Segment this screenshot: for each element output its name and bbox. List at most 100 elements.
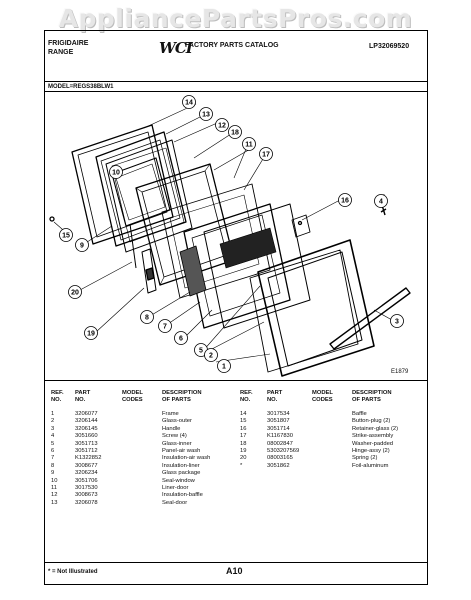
ref-cell: 14 bbox=[240, 411, 247, 417]
ref-cell: 8 bbox=[51, 462, 55, 469]
description-cell: Frame bbox=[162, 411, 179, 417]
callout-15: 15 bbox=[59, 228, 73, 242]
callout-3: 3 bbox=[390, 314, 404, 328]
ref-header: REF.NO. bbox=[51, 390, 64, 403]
callout-1: 1 bbox=[217, 359, 231, 373]
table-top-rule bbox=[44, 380, 427, 381]
ref-cell: 1 bbox=[51, 411, 55, 417]
part-number-cell: 3017534 bbox=[267, 411, 290, 417]
part-insulation-air-wash bbox=[179, 245, 207, 297]
callout-13: 13 bbox=[199, 107, 213, 121]
part-number-cell: 08002847 bbox=[267, 440, 293, 447]
callout-19: 19 bbox=[84, 326, 98, 340]
model-codes-cell bbox=[312, 441, 352, 448]
part-number-cell: 3206145 bbox=[75, 425, 98, 432]
ref-header: REF.NO. bbox=[240, 390, 253, 403]
ref-cell: 6 bbox=[51, 448, 55, 455]
description-cell: Seal-door bbox=[162, 499, 188, 506]
part-hinge-assy bbox=[141, 248, 157, 294]
model-codes-cell bbox=[122, 492, 162, 499]
model-codes-cell bbox=[312, 411, 352, 418]
callout-9: 9 bbox=[75, 238, 89, 252]
description-cell: Insulation-baffle bbox=[162, 492, 203, 499]
catalog-page-frame bbox=[44, 30, 428, 585]
part-number-cell: 3206144 bbox=[75, 418, 98, 425]
description-cell: Handle bbox=[162, 425, 181, 432]
svg-text:15: 15 bbox=[62, 233, 70, 240]
svg-text:14: 14 bbox=[185, 100, 193, 107]
page-number: A10 bbox=[226, 566, 243, 576]
ref-cell: 20 bbox=[240, 455, 247, 462]
description-cell: Insulation-liner bbox=[162, 462, 200, 469]
model-codes-cell bbox=[122, 485, 162, 492]
svg-text:4: 4 bbox=[379, 199, 383, 206]
description-cell: Liner-door bbox=[162, 485, 189, 492]
svg-text:18: 18 bbox=[231, 130, 239, 137]
svg-text:10: 10 bbox=[112, 170, 120, 177]
ref-cell: 13 bbox=[51, 499, 58, 506]
part-number-cell: K1322852 bbox=[75, 455, 102, 462]
description-cell: Baffle bbox=[352, 411, 367, 417]
document-number: LP32069520 bbox=[369, 43, 410, 50]
part-number-cell: 3206078 bbox=[75, 499, 98, 506]
description-cell: Insulation-air wash bbox=[162, 455, 211, 462]
part-number-cell: 3008673 bbox=[75, 492, 98, 499]
svg-text:11: 11 bbox=[245, 142, 253, 149]
part-glass-package bbox=[161, 183, 271, 299]
svg-text:20: 20 bbox=[71, 290, 79, 297]
svg-text:13: 13 bbox=[202, 112, 210, 119]
description-cell: Button-plug (2) bbox=[352, 418, 391, 425]
description-cell: Glass package bbox=[162, 470, 201, 477]
svg-text:6: 6 bbox=[179, 336, 183, 343]
model-codes-cell bbox=[122, 478, 162, 485]
model-codes-cell bbox=[122, 500, 162, 507]
callout-8: 8 bbox=[140, 310, 154, 324]
part-glass-outer bbox=[249, 249, 359, 373]
table-row: 13 3206078 Seal-door bbox=[51, 500, 240, 507]
part-number-cell: 3051862 bbox=[267, 462, 290, 469]
ref-cell: 4 bbox=[51, 433, 55, 440]
ref-cell: 10 bbox=[51, 477, 58, 484]
model-codes-cell bbox=[122, 470, 162, 477]
catalog-title: FACTORY PARTS CATALOG bbox=[185, 42, 279, 49]
model-codes-cell bbox=[312, 463, 352, 470]
svg-text:5: 5 bbox=[199, 348, 203, 355]
exploded-diagram: 14 13 12 18 11 17 10 16 4 15 9 20 19 8 7… bbox=[49, 95, 411, 377]
part-number-cell: 08003165 bbox=[267, 455, 293, 462]
site-watermark: AppliancePartsPros.com bbox=[58, 4, 413, 33]
figure-code: E1879 bbox=[391, 369, 409, 375]
callout-10: 10 bbox=[109, 165, 123, 179]
ref-cell: 16 bbox=[240, 425, 247, 432]
callout-16: 16 bbox=[338, 193, 352, 207]
description-cell: Seal-window bbox=[162, 477, 195, 484]
header-rule bbox=[44, 81, 427, 82]
brand-label: FRIGIDAIRE bbox=[48, 40, 89, 47]
part-seal-door bbox=[95, 131, 187, 247]
callout-labels: 14 13 12 18 11 17 10 16 4 15 9 20 19 8 7… bbox=[59, 95, 404, 373]
ref-cell: 15 bbox=[240, 418, 247, 425]
part-frame bbox=[257, 239, 375, 377]
model-number: MODEL=REGS38BLW1 bbox=[48, 84, 114, 90]
part-number-cell: 3206077 bbox=[75, 411, 98, 417]
part-number-cell: 3051714 bbox=[267, 425, 290, 432]
part-retainer-glass bbox=[291, 214, 311, 238]
ref-cell: 19 bbox=[240, 448, 247, 455]
description-cell: Washer-padded bbox=[352, 440, 394, 447]
part-spring bbox=[129, 223, 137, 269]
part-number-cell: 3017530 bbox=[75, 485, 98, 492]
